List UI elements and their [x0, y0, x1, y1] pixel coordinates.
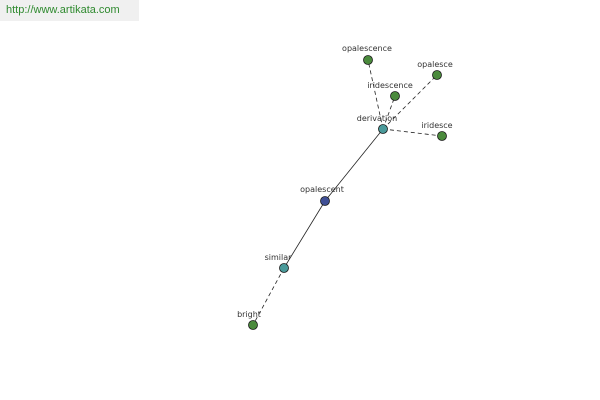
edge-derivation-opalescence — [367, 59, 384, 130]
node-similar[interactable]: similar — [265, 253, 293, 273]
node-label-bright: bright — [237, 310, 261, 319]
node-circle-opalesce[interactable] — [432, 70, 442, 80]
node-label-opalesce: opalesce — [417, 60, 453, 69]
node-iridescence[interactable]: iridescence — [367, 81, 413, 101]
edge-derivation-iridesce — [382, 128, 443, 137]
node-opalescent[interactable]: opalescent — [300, 185, 344, 206]
node-circle-bright[interactable] — [248, 320, 258, 330]
edge-opalescent-similar — [283, 200, 326, 269]
node-circle-similar[interactable] — [279, 263, 289, 273]
node-opalescence[interactable]: opalescence — [342, 44, 392, 65]
edge-derivation-opalesce — [382, 74, 438, 130]
node-label-opalescence: opalescence — [342, 44, 392, 53]
edge-opalescent-derivation — [324, 128, 384, 202]
graph-nodes: opalescent similar derivation bright opalesc… — [237, 44, 453, 330]
graph-edges — [252, 59, 443, 326]
node-circle-opalescence[interactable] — [363, 55, 373, 65]
node-label-iridesce: iridesce — [421, 121, 452, 130]
node-iridesce[interactable]: iridesce — [421, 121, 453, 141]
node-circle-opalescent[interactable] — [320, 196, 330, 206]
node-circle-iridescence[interactable] — [390, 91, 400, 101]
node-circle-iridesce[interactable] — [437, 131, 447, 141]
node-label-derivation: derivation — [357, 114, 397, 123]
node-circle-derivation[interactable] — [378, 124, 388, 134]
node-label-similar: similar — [265, 253, 293, 262]
node-opalesce[interactable]: opalesce — [417, 60, 453, 80]
edge-similar-bright — [252, 267, 285, 326]
node-label-iridescence: iridescence — [367, 81, 413, 90]
node-bright[interactable]: bright — [237, 310, 261, 330]
node-label-opalescent: opalescent — [300, 185, 344, 194]
watermark-url: http://www.artikata.com — [0, 0, 139, 21]
edge-derivation-iridescence — [382, 95, 396, 130]
node-derivation[interactable]: derivation — [357, 114, 397, 134]
